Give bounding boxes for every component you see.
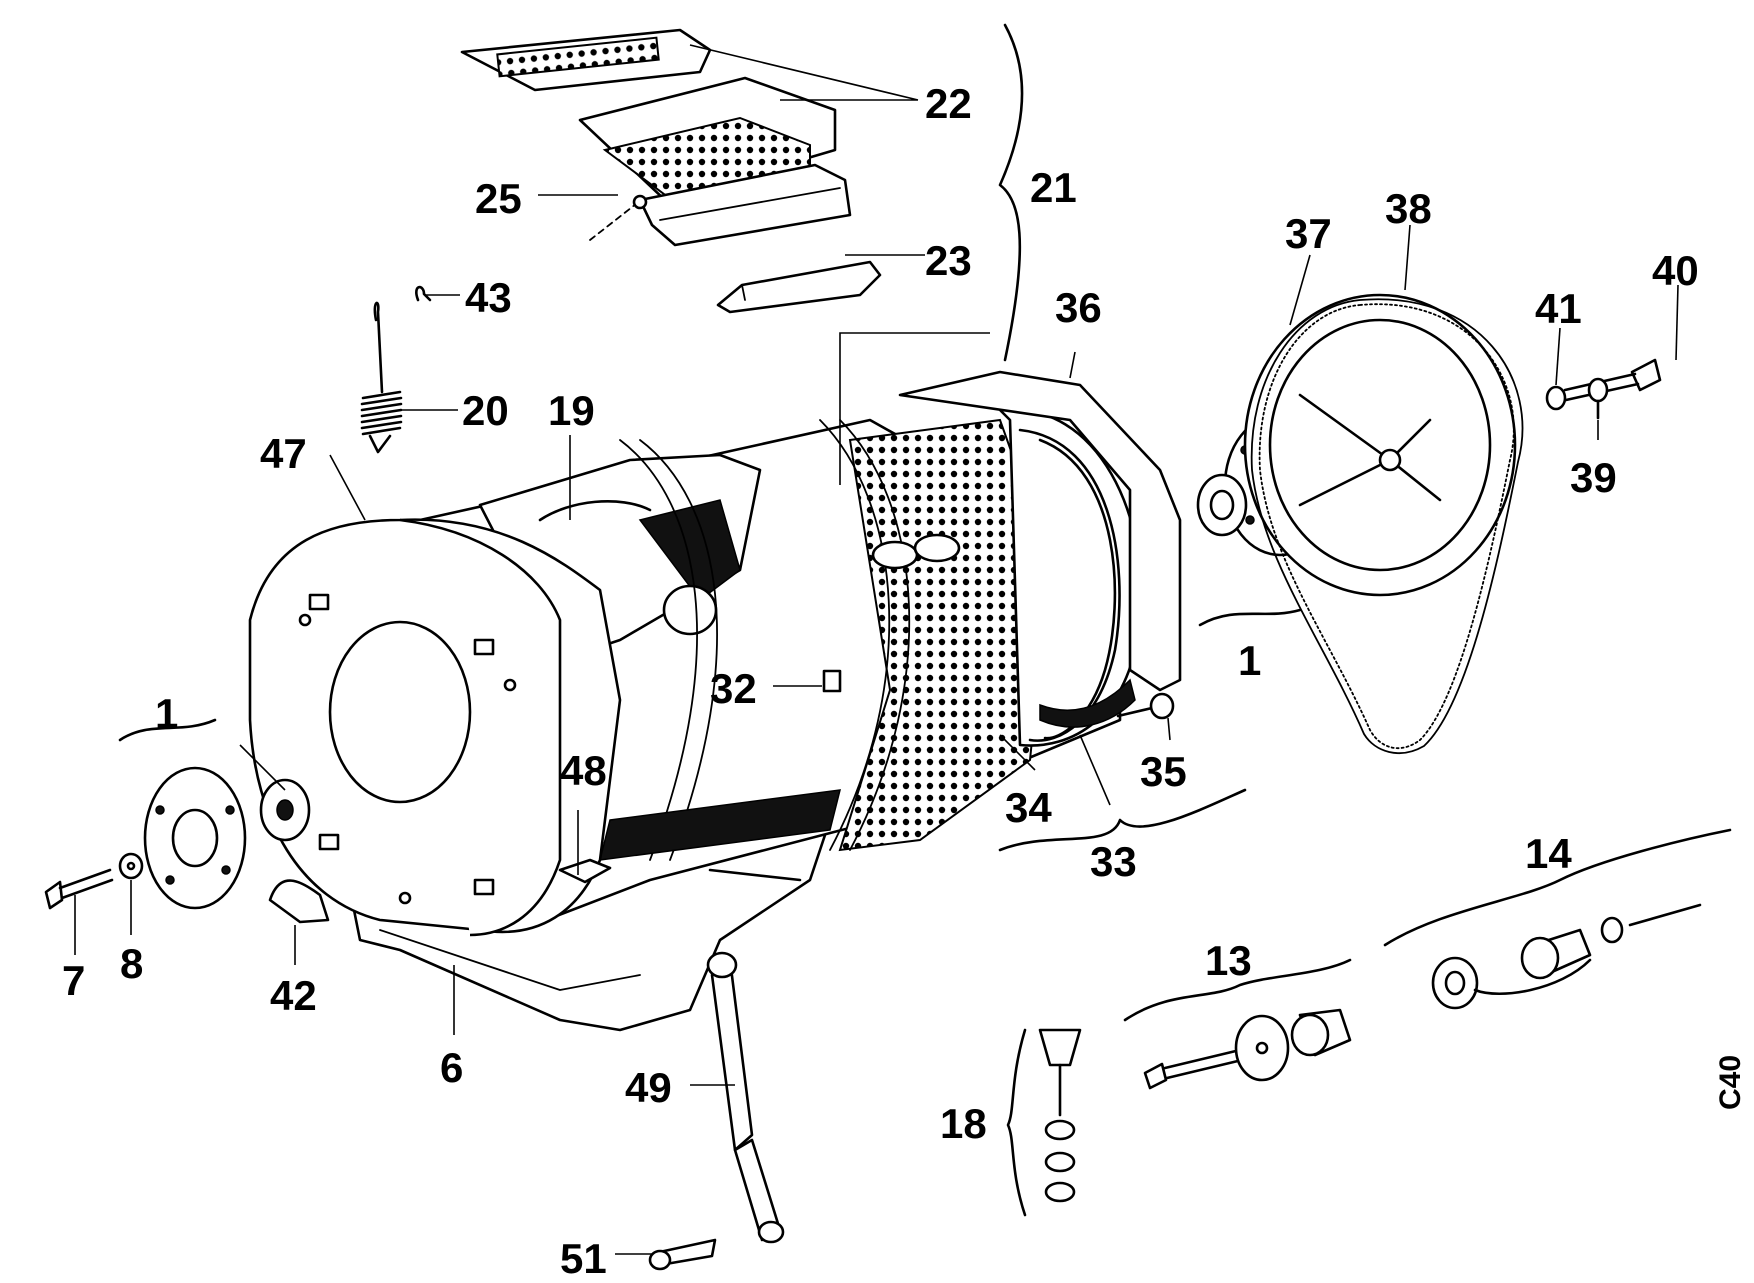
brace-33: [998, 788, 1247, 852]
brace-21: [998, 23, 1024, 362]
label-19: 19: [548, 387, 595, 434]
label-49: 49: [625, 1064, 672, 1111]
label-33: 33: [1090, 838, 1137, 885]
label-1-left: 1: [155, 690, 178, 737]
label-36: 36: [1055, 284, 1102, 331]
shock-absorber: [706, 951, 785, 1244]
label-20: 20: [462, 387, 509, 434]
counterweight-bolt-kit: [1431, 903, 1702, 1010]
brace-1-left: [118, 718, 217, 742]
label-43: 43: [465, 274, 512, 321]
pulley-lock-tab: [1587, 377, 1609, 420]
label-18: 18: [940, 1100, 987, 1147]
rear-seal: [1196, 473, 1248, 537]
drive-belt: [1250, 298, 1524, 755]
label-42: 42: [270, 972, 317, 1019]
label-6: 6: [440, 1044, 463, 1091]
front-seal: [259, 778, 311, 842]
suspension-spring: [360, 301, 403, 454]
label-47: 47: [260, 430, 307, 477]
front-bolt: [44, 868, 114, 910]
pulley-bolt: [1563, 358, 1662, 402]
label-21: 21: [1030, 164, 1077, 211]
label-32: 32: [710, 665, 757, 712]
label-8: 8: [120, 940, 143, 987]
label-1-right: 1: [1238, 637, 1261, 684]
pulley-washer: [1545, 385, 1567, 411]
foot-assembly: [1038, 1028, 1082, 1203]
label-34: 34: [1005, 784, 1052, 831]
label-38: 38: [1385, 185, 1432, 232]
label-13: 13: [1205, 937, 1252, 984]
brace-14: [1383, 828, 1732, 947]
label-23: 23: [925, 237, 972, 284]
brace-1-right: [1198, 608, 1302, 627]
tub-screw: [1116, 692, 1175, 720]
label-25: 25: [475, 175, 522, 222]
label-7: 7: [62, 957, 85, 1004]
label-35: 35: [1140, 748, 1187, 795]
label-51: 51: [560, 1235, 607, 1282]
tub-and-drum-assembly: [248, 370, 1182, 1032]
label-39: 39: [1570, 454, 1617, 501]
figure-code: C40: [1714, 1055, 1747, 1110]
counterweight-screw-set: [1143, 1008, 1352, 1090]
leader-lines: [74, 44, 1679, 1255]
front-bracket: [268, 879, 330, 924]
drum-pulley: [1243, 293, 1517, 597]
label-22: 22: [925, 80, 972, 127]
door-hinge-part: [716, 260, 882, 314]
label-48: 48: [560, 747, 607, 794]
brace-13: [1123, 958, 1352, 1022]
label-37: 37: [1285, 210, 1332, 257]
label-41: 41: [1535, 285, 1582, 332]
label-14: 14: [1525, 830, 1572, 877]
brace-18: [1006, 1028, 1027, 1217]
callout-labels: 22 21 25 23 43 20 19 47 36 37 38 41 40 3…: [62, 80, 1747, 1282]
drum-door-panels: [460, 28, 852, 247]
shock-absorber-pin: [648, 1238, 717, 1271]
front-washer: [118, 852, 144, 880]
spring-hook: [415, 285, 432, 302]
front-bearing-flange: [143, 766, 247, 910]
label-40: 40: [1652, 247, 1699, 294]
